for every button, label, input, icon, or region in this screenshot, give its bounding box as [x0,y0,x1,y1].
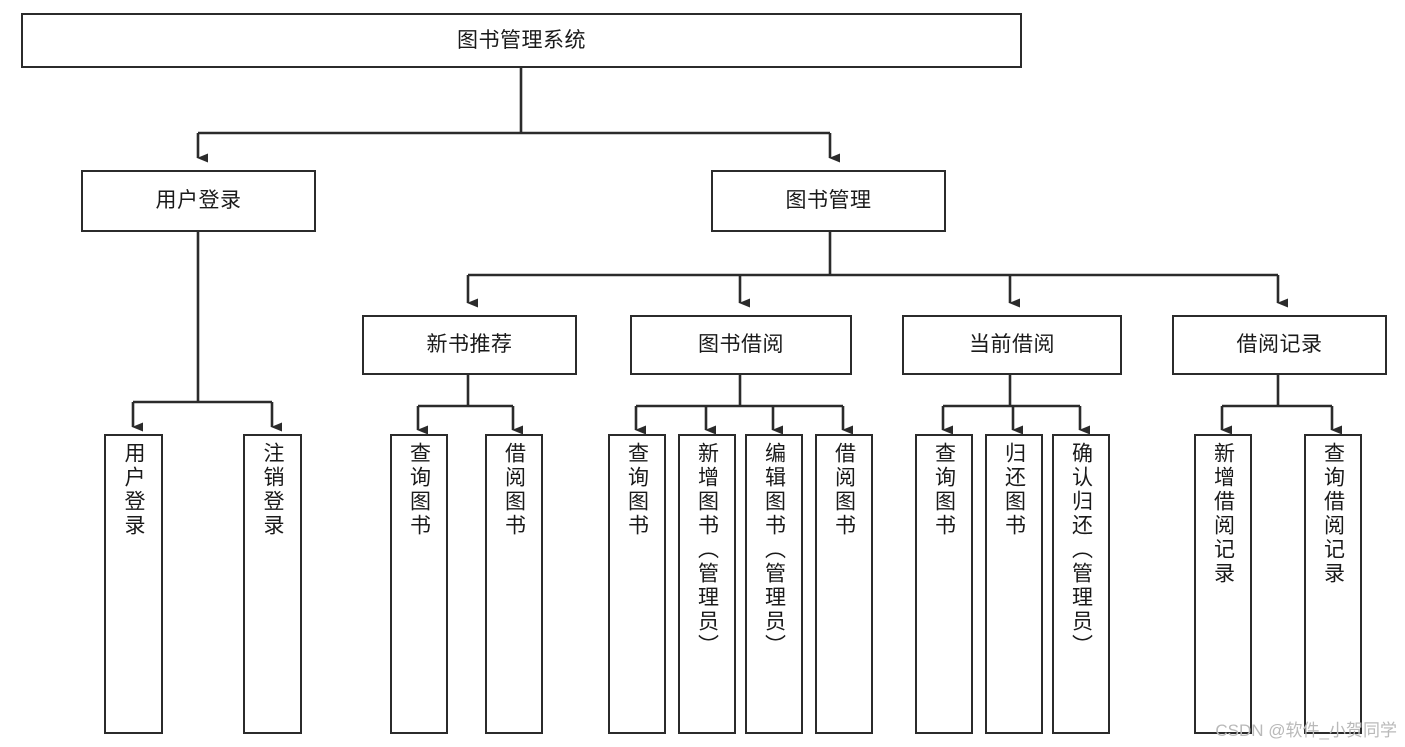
node-label: 借阅图书 [832,442,856,538]
node-leaf-borrow-book-2[interactable]: 借阅图书 [815,434,873,734]
node-label: 查询图书 [625,442,649,538]
node-label: 借阅图书 [502,442,526,538]
node-label: 借阅记录 [1236,333,1323,357]
node-label: 新增借阅记录 [1211,442,1235,586]
node-label: 图书管理 [785,189,872,213]
node-leaf-user-login[interactable]: 用户登录 [104,434,163,734]
node-user-login[interactable]: 用户登录 [81,170,316,232]
node-label: 图书借阅 [698,333,784,357]
node-leaf-add-record[interactable]: 新增借阅记录 [1194,434,1252,734]
node-label: 编辑图书（管理员） [762,442,786,658]
node-leaf-borrow-book-1[interactable]: 借阅图书 [485,434,543,734]
node-label: 查询图书 [932,442,956,538]
node-label: 当前借阅 [969,333,1055,357]
node-label: 图书管理系统 [457,28,586,52]
node-label: 确认归还（管理员） [1069,442,1093,658]
node-leaf-confirm-return[interactable]: 确认归还（管理员） [1052,434,1110,734]
node-current-borrow[interactable]: 当前借阅 [902,315,1122,375]
node-leaf-return-book[interactable]: 归还图书 [985,434,1043,734]
node-new-book-recommend[interactable]: 新书推荐 [362,315,577,375]
node-label: 用户登录 [155,189,242,213]
node-label: 新增图书（管理员） [695,442,719,658]
node-leaf-query-book-3[interactable]: 查询图书 [915,434,973,734]
node-leaf-query-book-2[interactable]: 查询图书 [608,434,666,734]
node-book-management[interactable]: 图书管理 [711,170,946,232]
node-leaf-logout-login[interactable]: 注销登录 [243,434,302,734]
node-leaf-query-record[interactable]: 查询借阅记录 [1304,434,1362,734]
node-label: 归还图书 [1002,442,1026,538]
node-label: 新书推荐 [426,333,513,357]
node-label: 注销登录 [261,442,284,538]
node-borrow-record[interactable]: 借阅记录 [1172,315,1387,375]
node-label: 查询图书 [407,442,431,538]
node-label: 查询借阅记录 [1321,442,1345,586]
node-book-borrow[interactable]: 图书借阅 [630,315,852,375]
node-leaf-edit-book[interactable]: 编辑图书（管理员） [745,434,803,734]
node-leaf-query-book-1[interactable]: 查询图书 [390,434,448,734]
node-leaf-add-book[interactable]: 新增图书（管理员） [678,434,736,734]
node-label: 用户登录 [122,442,145,538]
node-root-system[interactable]: 图书管理系统 [21,13,1022,68]
watermark-text: CSDN @软件_小贺同学 [1215,721,1397,740]
